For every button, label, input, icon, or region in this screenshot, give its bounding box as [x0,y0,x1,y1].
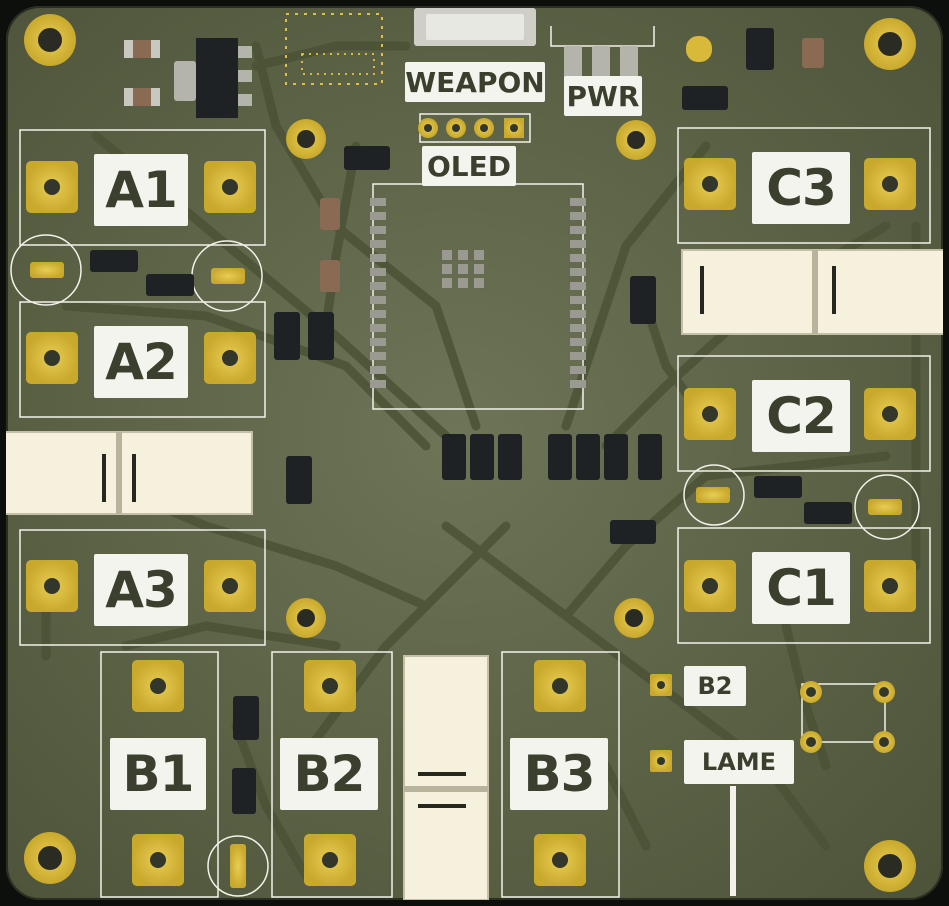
label-weapon: WEAPON [405,62,545,102]
mounting-holes [24,14,916,892]
label-c1: C1 [752,552,850,624]
label-a1: A1 [94,154,188,226]
label-lame: LAME [684,740,794,784]
label-c2: C2 [752,380,850,452]
label-b1: B1 [110,738,206,810]
pcb-artwork [6,8,943,900]
label-b3: B3 [510,738,608,810]
label-pwr: PWR [564,76,642,116]
label-c3: C3 [752,152,850,224]
oled-header [418,118,524,138]
mcu-pads [370,198,586,388]
pcb-board: WEAPON PWR OLED A1 A2 A3 C3 C2 C1 B1 B2 … [6,6,943,900]
label-b2-small: B2 [684,666,746,706]
label-a3: A3 [94,554,188,626]
jst-connectors [6,249,943,900]
socket-holes [44,176,898,868]
transistor-pins [30,262,902,888]
label-a2: A2 [94,326,188,398]
lame-switch-pads [800,681,895,753]
label-oled: OLED [422,146,516,186]
label-b2: B2 [280,738,378,810]
